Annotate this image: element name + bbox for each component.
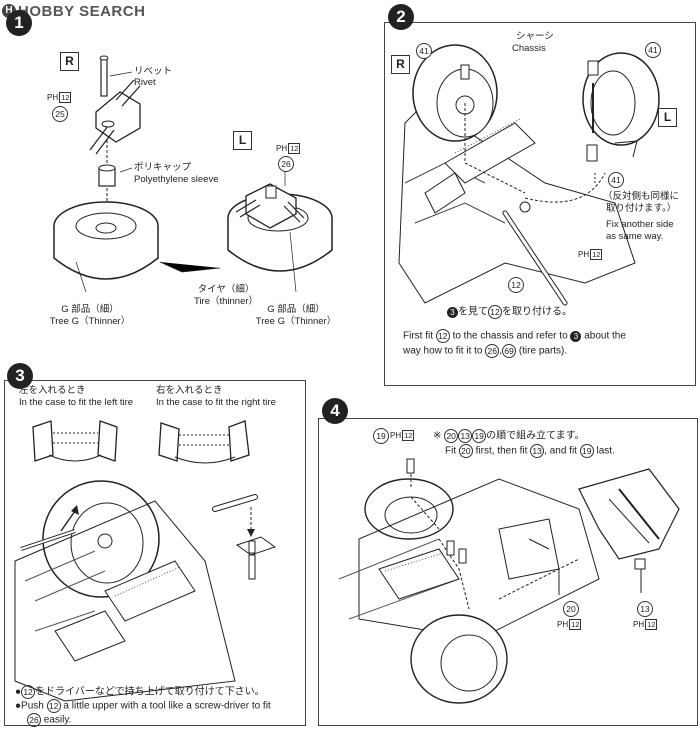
part-25-label: 25	[52, 106, 68, 122]
left-tire-case-en: In the case to fit the left tire	[19, 397, 134, 408]
site-brand: HOBBY SEARCH	[18, 3, 146, 20]
poly-label-jp: ポリキャップ	[134, 162, 192, 173]
part-41-left: 41	[416, 43, 432, 59]
chassis-label-en: Chassis	[512, 43, 546, 54]
step1-number: 1	[6, 10, 32, 36]
right-tire-case-jp: 右を入れるとき	[156, 385, 223, 396]
step2-number: 2	[388, 4, 414, 30]
step3-panel: 3 左を入れるとき In the case to fit the left ti…	[4, 363, 306, 727]
other-side-en-2: as same way.	[606, 231, 664, 242]
other-side-jp-2: 取り付けます。）	[606, 203, 677, 214]
tree-g-left-en: Tree G（Thinner）	[49, 316, 131, 327]
tree-g-right-en: Tree G（Thinner）	[255, 316, 337, 327]
part-12-label: 12	[508, 277, 524, 293]
part-20-label: 20	[563, 601, 579, 617]
step3-note-en-2: 26 easily.	[27, 713, 71, 727]
step2-panel: R L 41 41 41 シャーシ Chassis （反対側も同様に 取り付けま…	[384, 22, 696, 386]
other-side-jp-1: （反対側も同様に	[603, 191, 680, 202]
step1-illustration	[53, 55, 333, 293]
step2-right-badge: R	[391, 55, 410, 74]
rivet-label-en: Rivet	[134, 77, 156, 88]
step2-instruction-en-2: way how to fit it to 26,69 (tire parts).	[403, 344, 568, 358]
part-41-right: 41	[645, 42, 661, 58]
other-side-en-1: Fix another side	[606, 219, 674, 230]
tree-g-left-jp: G 部品（細）	[61, 304, 119, 315]
step4-illustration	[338, 458, 680, 704]
step2-left-badge: L	[658, 108, 677, 127]
rivet-label-jp: リベット	[134, 66, 173, 77]
chassis-label-jp: シャーシ	[516, 31, 554, 42]
tire-label-en: Tire（thinner）	[193, 296, 259, 307]
step3-note-en-1: ●Push 12 a little upper with a tool like…	[15, 699, 271, 713]
step3-number: 3	[7, 363, 33, 389]
step4-number: 4	[322, 398, 348, 424]
part-26-label: 26	[278, 156, 294, 172]
tree-g-right-jp: G 部品（細）	[267, 304, 325, 315]
part-41-lower: 41	[608, 172, 624, 188]
step1-left-badge: L	[233, 131, 252, 150]
tire-label-jp: タイヤ（細）	[197, 284, 255, 295]
step3-illustration	[14, 420, 277, 702]
step1-right-badge: R	[60, 52, 79, 71]
step2-illustration	[398, 44, 660, 306]
part-19-label: 19	[373, 428, 389, 444]
step4-order-en: Fit 20 first, then fit 13, and fit 19 la…	[445, 444, 615, 458]
right-tire-case-en: In the case to fit the right tire	[156, 397, 276, 408]
part-13-label: 13	[637, 601, 653, 617]
poly-label-en: Polyethylene sleeve	[134, 174, 219, 185]
step2-instruction-en-1: First fit 12 to the chassis and refer to…	[403, 329, 626, 343]
left-tire-case-jp: 左を入れるとき	[19, 385, 86, 396]
